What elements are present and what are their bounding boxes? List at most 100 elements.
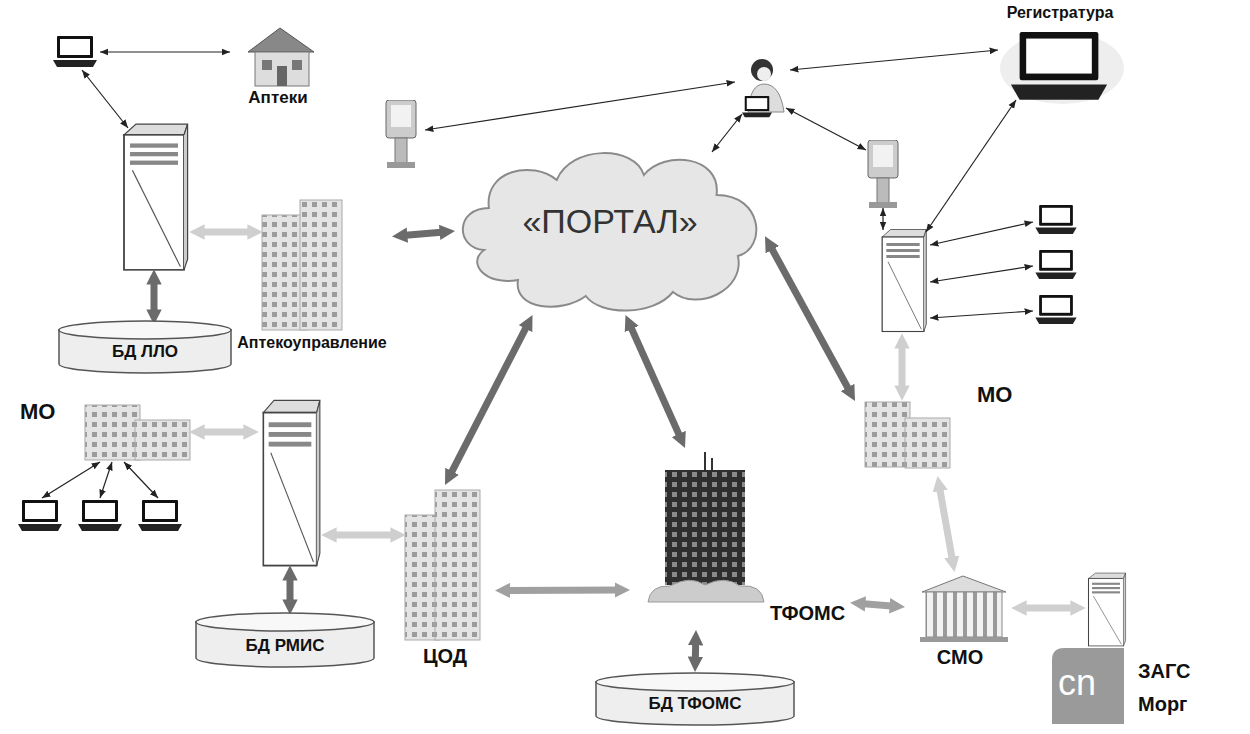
database-cylinder: БД ТФОМС (595, 672, 795, 726)
connector-arrow (630, 325, 681, 438)
building-node: ТФОМС (630, 448, 850, 630)
logo-text: cn (1058, 662, 1096, 703)
ill-line (899, 344, 906, 390)
connector-arrow (403, 232, 445, 236)
node-label: Аптеки (248, 88, 307, 108)
node-label: СМО (937, 646, 983, 669)
node-label: МО (977, 382, 1012, 407)
building-node: МО (855, 376, 1020, 476)
connector-arrow (861, 604, 895, 607)
building-node: Аптекоуправление (232, 198, 392, 358)
connector-arrow (770, 246, 850, 392)
node-label: БД ЛЛО (112, 342, 178, 362)
ill-use (882, 230, 926, 332)
pharmacy-node: Аптеки (232, 22, 324, 114)
label-holder: cn (1058, 662, 1096, 703)
ill-use (386, 100, 416, 168)
ill-line (425, 82, 735, 130)
ill-path (705, 452, 712, 470)
cloud-path (463, 153, 757, 310)
building-node: ЦОД (395, 485, 495, 670)
ill-line (100, 51, 230, 52)
ill-line (332, 532, 395, 539)
ill-rect (85, 405, 140, 460)
reception-node: Регистратура (990, 4, 1130, 104)
node-label: БД РМИС (246, 636, 325, 656)
ill-line (930, 266, 1033, 282)
ill-use (53, 36, 97, 67)
ill-use (263, 400, 320, 565)
node-label: Аптекоуправление (237, 334, 386, 352)
ill-use (868, 140, 898, 208)
cylinder-top (196, 613, 374, 631)
ill-line (151, 280, 158, 314)
house-icon (248, 28, 314, 86)
tfoms-building (648, 452, 764, 602)
label-holder: Морг (1138, 693, 1187, 716)
ill-line (82, 70, 128, 128)
ill-line (790, 50, 998, 70)
connector-arrow (506, 586, 619, 593)
ill-use (1035, 295, 1076, 324)
node-label: «ПОРТАЛ» (522, 202, 697, 241)
database-cylinder: БД РМИС (195, 612, 375, 668)
ill-use (1089, 573, 1126, 646)
ill-line (1022, 605, 1075, 612)
node-label: ТФОМС (770, 602, 845, 625)
ill-ellipse (1000, 32, 1124, 104)
node-label: ЦОД (423, 645, 467, 668)
ill-line (287, 576, 294, 604)
ill-use (1011, 32, 1107, 100)
node-label: БД ТФОМС (649, 694, 742, 714)
ill-use (1035, 205, 1076, 234)
ill-line (100, 462, 112, 498)
ill-line (930, 311, 1033, 318)
ill-line (200, 429, 248, 436)
ill-line (200, 229, 252, 236)
connector-arrow (450, 325, 528, 476)
ill-line (930, 222, 1033, 245)
ill-line (786, 108, 866, 150)
ill-line (42, 462, 100, 498)
ill-use (18, 500, 62, 531)
operator-figure (742, 59, 784, 117)
side-label: Морг (1138, 693, 1187, 716)
smo-building (920, 576, 1008, 642)
ill-circle (751, 59, 773, 81)
ill-line (882, 208, 883, 230)
ill-rect (665, 470, 745, 585)
connector-arrow (692, 641, 699, 661)
thin-links (42, 50, 1033, 498)
ill-use (138, 500, 182, 531)
logo-mark (1052, 648, 1124, 724)
ill-line (124, 462, 158, 498)
cylinder-top (59, 321, 231, 339)
database-cylinder: БД ЛЛО (58, 320, 232, 374)
ill-use (78, 500, 122, 531)
ill-rect (905, 418, 950, 468)
ill-rect (292, 60, 302, 70)
ill-line (926, 100, 1016, 232)
ill-polygon (922, 576, 1006, 592)
ill-rect (277, 66, 287, 86)
portal-cloud: «ПОРТАЛ» (455, 140, 765, 315)
ill-rect (926, 592, 1002, 637)
label-holder: ЗАГС (1138, 660, 1191, 683)
node-label: МО (20, 399, 55, 424)
ill-rect (920, 637, 1008, 642)
connector-arrow (939, 487, 952, 562)
building-node: СМО (905, 572, 1015, 672)
ill-rect (262, 60, 272, 70)
ill-line (712, 114, 742, 152)
side-label: ЗАГС (1138, 660, 1191, 683)
ill-circle (757, 67, 771, 81)
ill-use (742, 96, 772, 117)
ill-polygon (248, 28, 314, 52)
ill-rect (255, 52, 309, 86)
ill-rect (435, 490, 480, 640)
node-label: Регистратура (1007, 4, 1114, 22)
ill-rect (300, 200, 342, 330)
ill-rect (135, 420, 190, 460)
ill-use (124, 124, 188, 270)
